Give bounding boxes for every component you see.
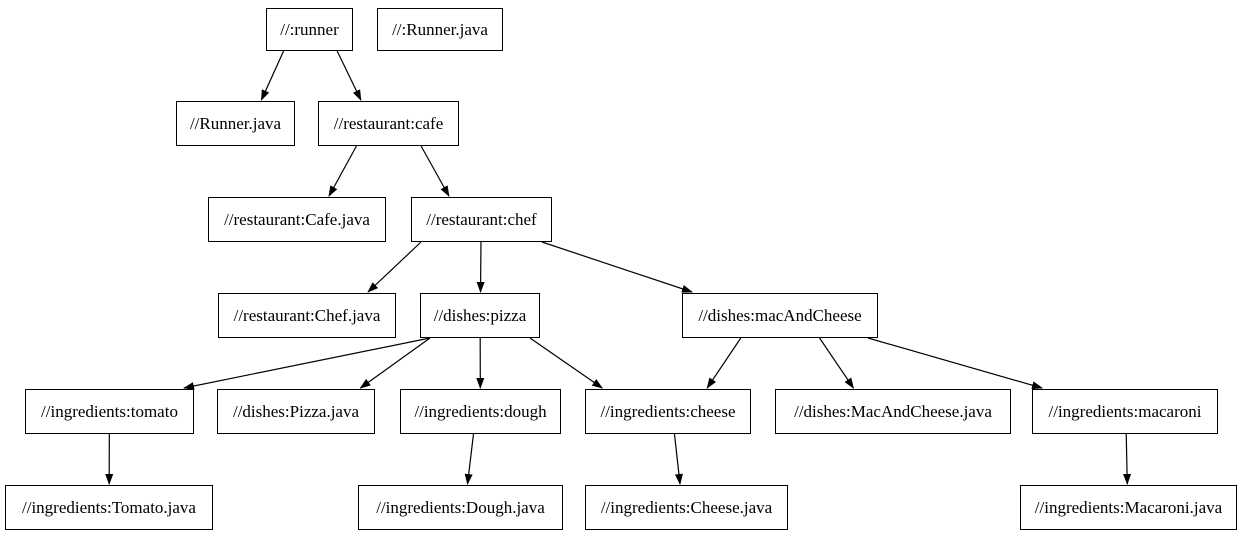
node-label: //dishes:macAndCheese: [698, 306, 862, 325]
edge-runner-to-runner-java: [260, 50, 285, 101]
node-label: //restaurant:cafe: [333, 114, 444, 133]
node-label: //Runner.java: [189, 114, 282, 133]
node-macaroni: //ingredients:macaroni: [1032, 389, 1218, 434]
node-tomato-java: //ingredients:Tomato.java: [5, 485, 213, 530]
edge-chef-to-chef-java: [367, 241, 422, 293]
node-chef: //restaurant:chef: [411, 197, 552, 242]
node-runner-java-root: //:Runner.java: [377, 8, 503, 51]
edge-pizza-to-tomato: [183, 337, 431, 390]
edge-mac-and-cheese-to-cheese: [706, 337, 742, 389]
node-cheese-java: //ingredients:Cheese.java: [585, 485, 788, 530]
node-label: //restaurant:Cafe.java: [224, 210, 370, 229]
edge-cheese-to-cheese-java: [673, 433, 683, 485]
node-label: //ingredients:Tomato.java: [22, 498, 196, 517]
edge-cafe-to-chef: [420, 145, 450, 197]
node-cheese: //ingredients:cheese: [585, 389, 751, 434]
node-label: //ingredients:Cheese.java: [600, 498, 773, 517]
node-label: //restaurant:chef: [426, 210, 537, 229]
edge-cafe-to-cafe-java: [328, 145, 358, 197]
node-tomato: //ingredients:tomato: [25, 389, 194, 434]
node-label: //ingredients:Macaroni.java: [1034, 498, 1223, 517]
node-label: //:Runner.java: [392, 20, 488, 39]
node-pizza: //dishes:pizza: [420, 293, 540, 338]
node-label: //:runner: [280, 20, 339, 39]
node-label: //ingredients:dough: [414, 402, 547, 421]
node-runner: //:runner: [266, 8, 353, 51]
node-mac-and-cheese: //dishes:macAndCheese: [682, 293, 878, 338]
node-label: //dishes:Pizza.java: [232, 402, 360, 421]
edge-macaroni-to-macaroni-java: [1123, 433, 1132, 485]
node-chef-java: //restaurant:Chef.java: [218, 293, 396, 338]
node-label: //ingredients:Dough.java: [376, 498, 545, 517]
node-label: //ingredients:macaroni: [1048, 402, 1202, 421]
node-cafe-java: //restaurant:Cafe.java: [208, 197, 386, 242]
node-label: //ingredients:tomato: [41, 402, 178, 421]
node-dough: //ingredients:dough: [400, 389, 561, 434]
node-label: //dishes:pizza: [433, 306, 527, 325]
edge-dough-to-dough-java: [464, 433, 475, 485]
edge-chef-to-mac-and-cheese: [541, 241, 693, 293]
edge-runner-to-cafe: [336, 50, 362, 101]
node-macaroni-java: //ingredients:Macaroni.java: [1020, 485, 1237, 530]
node-cafe: //restaurant:cafe: [318, 101, 459, 146]
node-dough-java: //ingredients:Dough.java: [358, 485, 563, 530]
node-runner-java: //Runner.java: [176, 101, 295, 146]
node-label: //restaurant:Chef.java: [233, 306, 381, 325]
edge-pizza-to-pizza-java: [359, 337, 431, 389]
node-label: //dishes:MacAndCheese.java: [794, 402, 992, 421]
node-label: //ingredients:cheese: [600, 402, 736, 421]
edge-pizza-to-cheese: [529, 337, 604, 389]
node-mac-and-cheese-java: //dishes:MacAndCheese.java: [775, 389, 1011, 434]
edge-mac-and-cheese-to-macaroni: [867, 337, 1043, 390]
edge-mac-and-cheese-to-mac-and-cheese-java: [819, 337, 855, 389]
node-pizza-java: //dishes:Pizza.java: [217, 389, 375, 434]
